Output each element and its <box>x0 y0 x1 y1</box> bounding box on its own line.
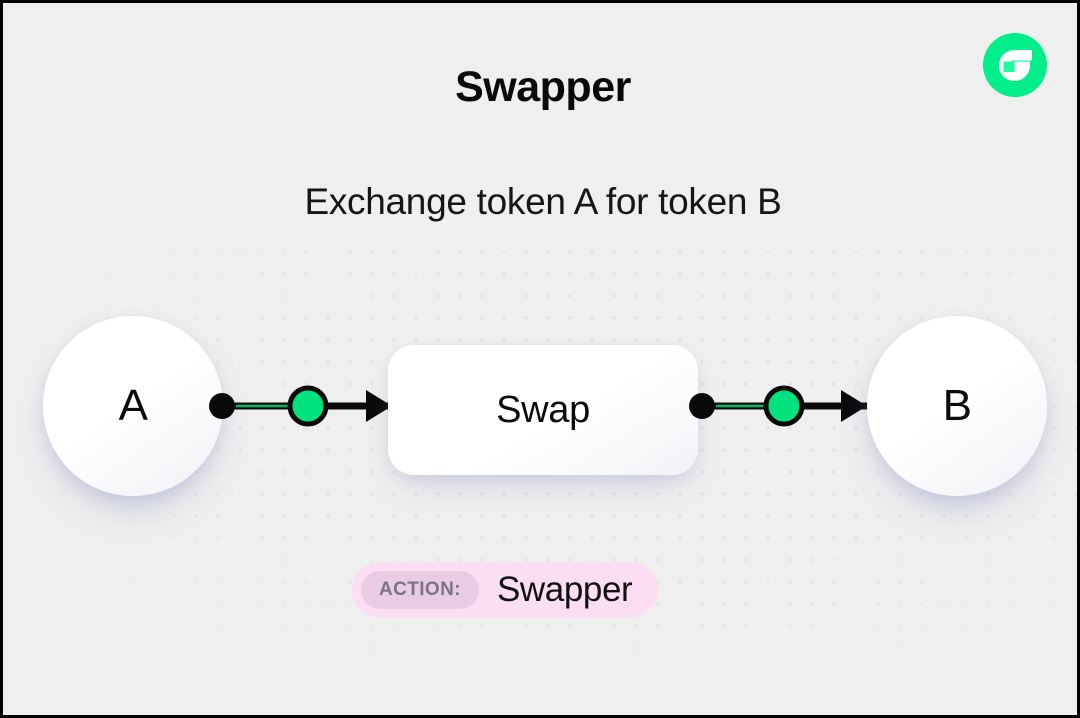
node-token-a[interactable]: A <box>43 316 223 496</box>
page-title: Swapper <box>455 63 631 111</box>
action-badge-value: Swapper <box>496 570 633 609</box>
node-swap-label: Swap <box>496 388 590 431</box>
node-token-a-label: A <box>118 381 148 430</box>
edge-1-graphic <box>209 385 393 427</box>
flow-logo[interactable] <box>983 33 1047 97</box>
page-subtitle: Exchange token A for token B <box>304 181 782 222</box>
action-badge-chip: ACTION: <box>361 571 479 609</box>
edge-2-graphic <box>689 385 868 427</box>
edge-swap-to-token-b[interactable] <box>688 376 868 436</box>
edge-token-a-to-swap[interactable] <box>208 376 393 436</box>
flow-logo-icon <box>983 33 1047 97</box>
flow-diagram: A Swap B <box>3 235 1077 665</box>
node-token-b[interactable]: B <box>867 316 1047 496</box>
action-badge: ACTION: Swapper <box>352 562 659 618</box>
node-token-b-label: B <box>942 381 972 430</box>
node-swap[interactable]: Swap <box>388 345 698 475</box>
